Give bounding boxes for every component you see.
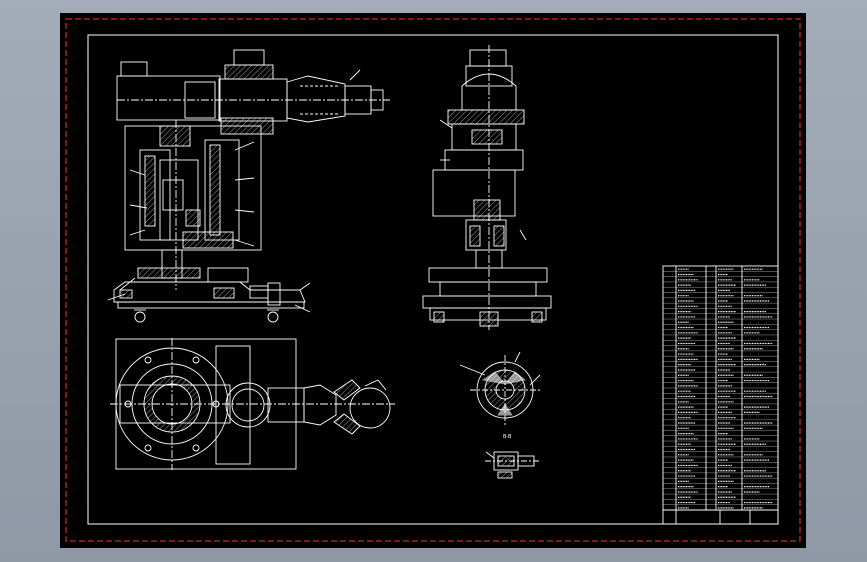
outer-dashed-border [65,18,801,542]
section-b-b-view [459,351,541,425]
parts-list-table [662,265,779,525]
drawing-sheet: B-B [60,13,806,548]
inner-frame [87,34,779,525]
front-elevation-view [107,49,390,323]
plan-view [110,338,395,470]
detail-view [485,451,540,479]
section-label: B-B [503,434,512,440]
side-elevation-view [422,45,552,330]
